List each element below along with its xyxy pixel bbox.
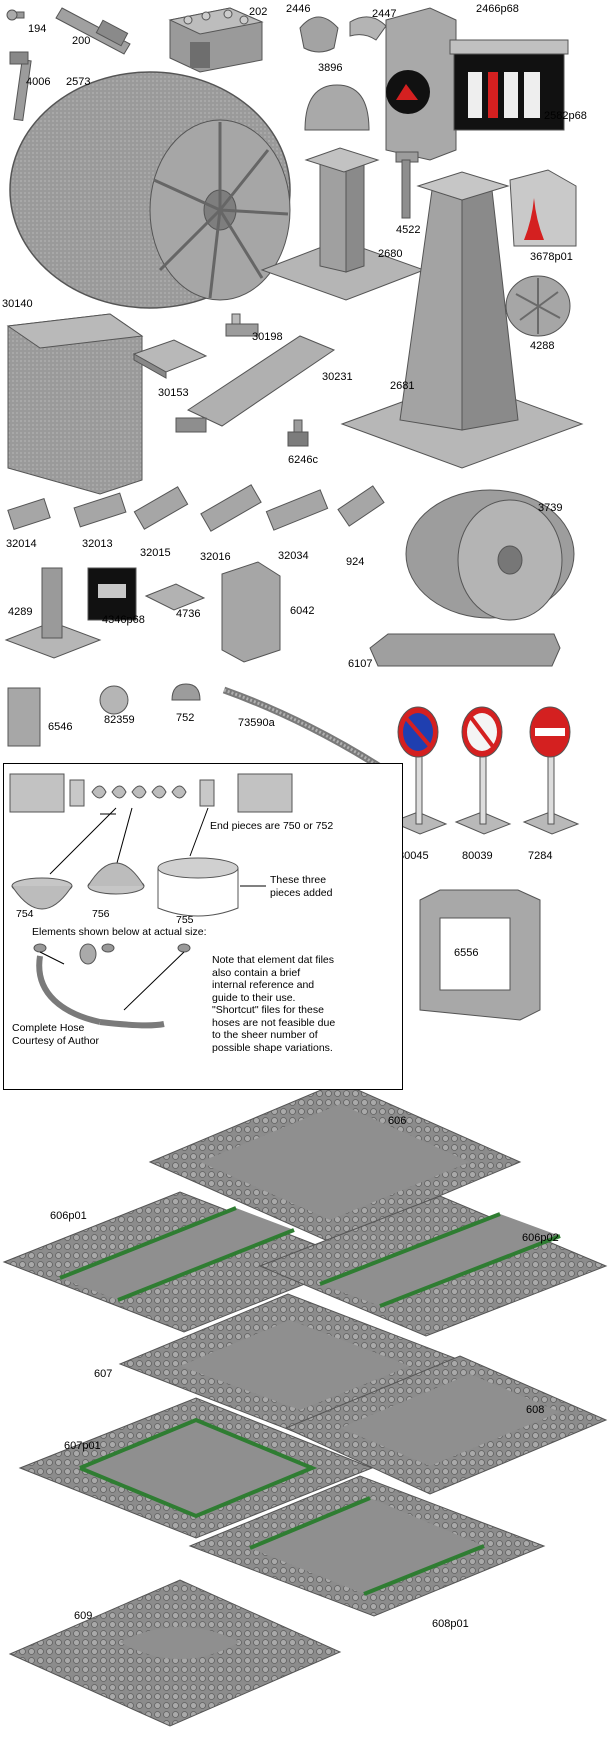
label-80039: 80039: [462, 850, 493, 862]
label-202: 202: [249, 6, 268, 18]
label-200: 200: [72, 35, 91, 47]
elements-actual-size-note: Elements shown below at actual size:: [32, 926, 207, 938]
label-755: 755: [176, 914, 194, 926]
part-6556-shape: [419, 889, 541, 1021]
label-607: 607: [94, 1368, 113, 1380]
label-4346p68: 4346p68: [102, 614, 145, 626]
part-30153-shape: [132, 339, 208, 379]
end-pieces-note: End pieces are 750 or 752: [210, 820, 334, 832]
label-2582p68: 2582p68: [544, 110, 587, 122]
label-6556: 6556: [454, 947, 479, 959]
part-4736-shape: [144, 583, 206, 611]
part-4346p68-shape: [87, 567, 137, 621]
label-7284: 7284: [528, 850, 553, 862]
label-6246c: 6246c: [288, 454, 318, 466]
label-32014: 32014: [6, 538, 37, 550]
part-80039-shape: [454, 706, 512, 835]
part-30231-shape: [175, 335, 336, 433]
part-4006-shape: [9, 51, 32, 121]
part-6042-shape: [221, 561, 281, 663]
plate-606p01-shape: [2, 1191, 362, 1333]
label-3678p01: 3678p01: [530, 251, 573, 263]
label-30140: 30140: [2, 298, 33, 310]
label-4006: 4006: [26, 76, 51, 88]
plate-608p01-shape: [188, 1475, 546, 1617]
label-32034: 32034: [278, 550, 309, 562]
label-606p02: 606p02: [522, 1232, 559, 1244]
part-4288-shape: [505, 275, 571, 337]
label-752: 752: [176, 712, 195, 724]
plate-606-shape: [148, 1081, 522, 1243]
label-6546: 6546: [48, 721, 73, 733]
hose-note-box: End pieces are 750 or 752 These three pi…: [3, 763, 403, 1090]
label-4736: 4736: [176, 608, 201, 620]
label-2681: 2681: [390, 380, 415, 392]
label-2680: 2680: [378, 248, 403, 260]
label-82359: 82359: [104, 714, 135, 726]
label-32015: 32015: [140, 547, 171, 559]
label-4288: 4288: [530, 340, 555, 352]
part-752-shape: [171, 683, 201, 701]
complete-hose-note: Complete Hose Courtesy of Author: [12, 1022, 99, 1047]
label-80045: 80045: [398, 850, 429, 862]
part-7284-shape: [522, 706, 580, 835]
part-2573-shape: [9, 71, 291, 309]
part-6246c-shape: [287, 419, 309, 447]
label-32013: 32013: [82, 538, 113, 550]
part-2446-shape: [299, 16, 339, 53]
plate-608-shape: [284, 1355, 608, 1495]
label-756: 756: [92, 908, 110, 920]
three-pieces-note: These three pieces added: [270, 874, 333, 899]
label-30198: 30198: [252, 331, 283, 343]
label-3739: 3739: [538, 502, 563, 514]
label-6107: 6107: [348, 658, 373, 670]
label-607p01: 607p01: [64, 1440, 101, 1452]
label-754: 754: [16, 908, 34, 920]
part-30198-shape: [225, 313, 259, 337]
label-2447: 2447: [372, 8, 397, 20]
part-4522-shape: [395, 151, 419, 219]
label-606p01: 606p01: [50, 1210, 87, 1222]
part-80045-shape: [390, 706, 448, 835]
part-2680-shape: [260, 147, 426, 301]
part-2582p68-shape: [449, 39, 569, 131]
part-6107-shape: [369, 633, 561, 667]
label-73590a: 73590a: [238, 717, 275, 729]
label-924: 924: [346, 556, 365, 568]
part-3678p01-shape: [509, 169, 577, 247]
part-82359-shape: [99, 685, 129, 715]
part-194-shape: [6, 9, 25, 21]
label-30153: 30153: [158, 387, 189, 399]
label-2573: 2573: [66, 76, 91, 88]
part-3896-shape: [304, 84, 370, 131]
label-606: 606: [388, 1115, 407, 1127]
label-4522: 4522: [396, 224, 421, 236]
dat-files-note: Note that element dat files also contain…: [212, 954, 336, 1054]
label-609: 609: [74, 1610, 93, 1622]
part-4289-shape: [4, 567, 102, 659]
plate-607p01-shape: [18, 1397, 374, 1539]
label-32016: 32016: [200, 551, 231, 563]
label-6042: 6042: [290, 605, 315, 617]
label-2466p68: 2466p68: [476, 3, 519, 15]
part-2466p68-shape: [385, 7, 457, 161]
label-4289: 4289: [8, 606, 33, 618]
label-3896: 3896: [318, 62, 343, 74]
connector-row-shapes: [7, 484, 385, 532]
part-3739-shape: [405, 489, 575, 621]
hose-diagram: [9, 773, 293, 1029]
label-608p01: 608p01: [432, 1618, 469, 1630]
part-202-shape: [168, 7, 264, 73]
part-6546-shape: [7, 687, 41, 747]
label-194: 194: [28, 23, 47, 35]
plate-606p02-shape: [258, 1195, 608, 1337]
label-30231: 30231: [322, 371, 353, 383]
label-2446: 2446: [286, 3, 311, 15]
part-2447-shape: [349, 16, 387, 41]
part-200-shape: [55, 7, 131, 55]
label-608: 608: [526, 1404, 545, 1416]
plate-609-shape: [8, 1579, 342, 1727]
part-30140-shape: [6, 313, 144, 495]
part-2681-shape: [340, 171, 584, 469]
